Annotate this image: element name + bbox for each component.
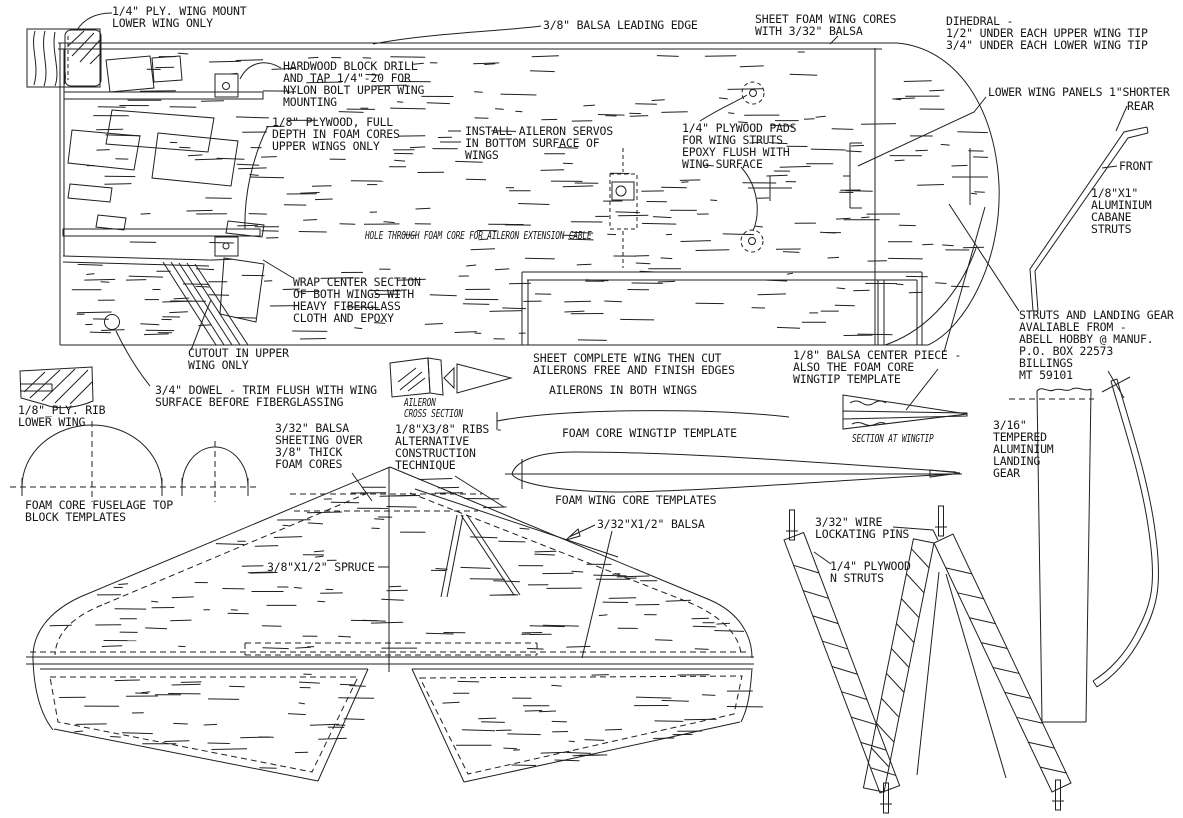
detail-drawings [10,357,968,502]
hardwood-block-lower [214,236,239,257]
label-hardwood-block: HARDWOOD BLOCK DRILL AND TAP 1/4"-20 FOR… [283,59,425,109]
label-foam-core-wingtip-template: FOAM CORE WINGTIP TEMPLATE [562,426,737,440]
label-plywood-n-struts: 1/4" PLYWOOD N STRUTS [830,559,911,585]
fuselage-top-templates [10,421,260,502]
label-struts-available: STRUTS AND LANDING GEAR AVALIABLE FROM -… [1019,308,1174,382]
label-tempered-gear: 3/16" TEMPERED ALUMINIUM LANDING GEAR [993,418,1054,480]
label-balsa-sheeting: 3/32" BALSA SHEETING OVER 3/8" THICK FOA… [275,421,363,471]
label-ribs-alternative: 1/8"X3/8" RIBS - ALTERNATIVE CONSTRUCTIO… [395,422,503,472]
hardwood-block-upper [214,73,239,98]
wood-grain-texture [49,51,989,769]
label-dihedral: DIHEDRAL - 1/2" UNDER EACH UPPER WING TI… [946,14,1148,52]
fiberglass-patches [67,55,265,323]
lower-wing-plan [26,466,754,783]
label-ailerons-both: AILERONS IN BOTH WINGS [549,383,697,397]
dowel-dot [104,314,120,330]
label-foam-wing-core-templates: FOAM WING CORE TEMPLATES [555,493,717,507]
label-balsa-leading-edge: 3/8" BALSA LEADING EDGE [543,18,698,32]
cabane-strut [1029,126,1149,312]
label-section-at-wingtip: SECTION AT WINGTIP [852,433,934,445]
label-balsa-center-piece: 1/8" BALSA CENTER PIECE - ALSO THE FOAM … [793,348,962,386]
wing-strut-pads [740,81,988,253]
wingtip-template-curve [496,410,790,430]
aileron-bay [521,271,923,345]
landing-gear [1009,370,1160,723]
label-wrap-center: WRAP CENTER SECTION OF BOTH WINGS WITH H… [293,275,421,325]
label-plywood-full-depth: 1/8" PLYWOOD, FULL DEPTH IN FOAM CORES U… [272,115,400,153]
aileron-servo [609,148,638,268]
label-spruce: 3/8"X1/2" SPRUCE [267,560,375,574]
label-foam-fuselage: FOAM CORE FUSELAGE TOP BLOCK TEMPLATES [25,498,173,524]
section-at-wingtip-detail [842,394,968,430]
n-struts [783,505,1072,814]
ply-rib-detail [19,366,94,409]
label-hole-through: HOLE THROUGH FOAM CORE FOR AILERON EXTEN… [365,230,592,242]
label-ply-wing-mount: 1/4" PLY. WING MOUNT LOWER WING ONLY [112,4,247,30]
label-plywood-pads: 1/4" PLYWOOD PADS FOR WING STRUTS EPOXY … [682,121,797,171]
label-sheet-foam-cores: SHEET FOAM WING CORES WITH 3/32" BALSA [755,12,897,38]
leader-lines [76,12,1128,659]
label-lower-wing-panels: LOWER WING PANELS 1"SHORTER [988,85,1170,99]
label-install-servos: INSTALL AILERON SERVOS IN BOTTOM SURFACE… [465,124,613,162]
label-ply-rib: 1/8"_PLY. RIB LOWER WING [18,403,106,429]
label-aileron-cross-section: AILERON CROSS SECTION [404,397,463,420]
label-cutout: CUTOUT IN UPPER WING ONLY [188,346,289,372]
label-cabane-struts: 1/8"X1" ALUMINIUM CABANE STRUTS [1091,186,1152,236]
upper-wing-plan [26,28,1000,346]
wing-core-template-airfoil [505,451,962,493]
wing-mount-block [26,28,102,88]
aileron-cross-section-detail [389,357,513,398]
label-front: FRONT [1119,159,1153,173]
label-wire-pins: 3/32" WIRE LOCKATING PINS [815,515,910,541]
label-sheet-complete: SHEET COMPLETE WING THEN CUT AILERONS FR… [533,351,735,377]
label-balsa-3-32: 3/32"X1/2" BALSA [597,517,705,531]
label-dowel: 3/4" DOWEL - TRIM FLUSH WITH WING SURFAC… [155,383,377,409]
label-rear: REAR [1127,99,1154,113]
